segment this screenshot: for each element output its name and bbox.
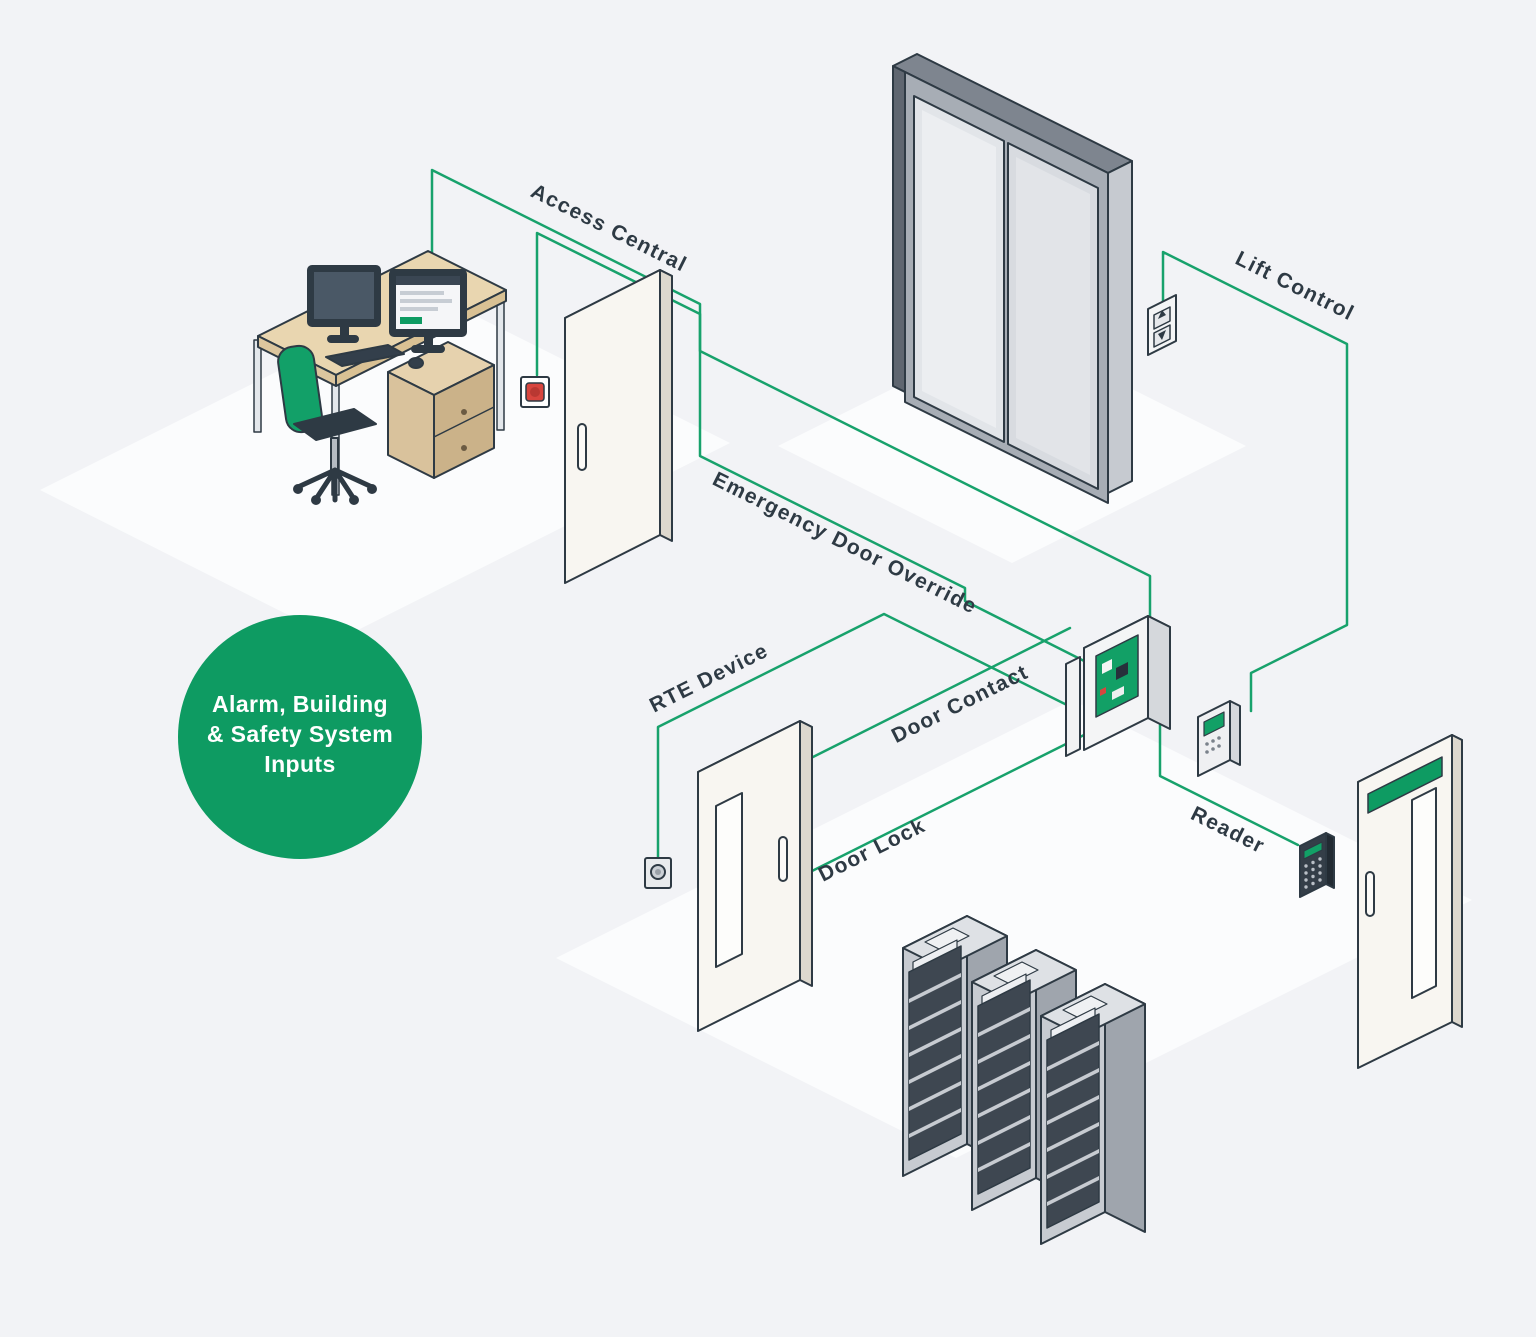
monitor-primary xyxy=(389,269,467,353)
label-access-central: Access Central xyxy=(527,180,691,277)
keypad-screen xyxy=(1303,841,1323,860)
connection-door-contact xyxy=(801,626,1072,764)
office-door-handle xyxy=(577,423,587,471)
secure-door xyxy=(697,720,813,1032)
server-room-door xyxy=(1357,734,1463,1069)
keyboard xyxy=(325,344,405,367)
office-door xyxy=(564,269,673,584)
workstation xyxy=(253,250,507,505)
desk-leg xyxy=(496,292,505,431)
floor-office xyxy=(40,294,730,640)
floor-server-room xyxy=(556,700,1472,1158)
drawer-unit xyxy=(387,341,495,479)
secure-door-window xyxy=(715,792,743,968)
server-room-door-sign xyxy=(1367,756,1443,814)
inputs-badge-line1: Alarm, Building xyxy=(212,691,388,717)
server-rack xyxy=(1040,983,1146,1245)
monitor-secondary xyxy=(307,265,381,343)
lift-button-up xyxy=(1153,306,1171,330)
keypad-reader xyxy=(1299,832,1335,898)
rte-button-device xyxy=(644,857,672,889)
connection-reader xyxy=(1158,723,1300,847)
controller-open-lid xyxy=(1065,656,1081,757)
chair-seat xyxy=(293,408,377,441)
lift-control-panel xyxy=(1147,294,1177,356)
monitor-screen xyxy=(314,272,374,319)
server-room-door-handle xyxy=(1365,871,1375,917)
mouse xyxy=(408,357,424,369)
inputs-badge-line2: & Safety System xyxy=(207,721,393,747)
desk-leg xyxy=(253,339,262,433)
reader-module xyxy=(1197,700,1241,777)
office-chair xyxy=(277,344,377,505)
drawer-handle xyxy=(461,409,467,415)
secure-door-handle xyxy=(778,836,788,882)
server-racks xyxy=(902,915,1146,1245)
emergency-break-glass xyxy=(520,376,550,408)
access-controller xyxy=(1065,615,1171,757)
up-arrow-icon xyxy=(1158,310,1166,319)
drawer-handle xyxy=(461,445,467,451)
connection-rte-device xyxy=(656,612,1079,870)
office-door-panel xyxy=(564,269,661,584)
inputs-badge: Alarm, Building & Safety System Inputs xyxy=(178,615,422,859)
server-room-door-window xyxy=(1411,787,1437,999)
label-lift-control: Lift Control xyxy=(1232,247,1359,326)
inputs-badge-line3: Inputs xyxy=(264,751,335,777)
elevator xyxy=(892,53,1133,504)
down-arrow-icon xyxy=(1158,330,1166,340)
connection-emergency-door-override xyxy=(535,231,1106,673)
connection-lift-control xyxy=(1161,250,1349,713)
inputs-badge-circle xyxy=(178,615,422,859)
reader-module-screen xyxy=(1203,711,1225,737)
